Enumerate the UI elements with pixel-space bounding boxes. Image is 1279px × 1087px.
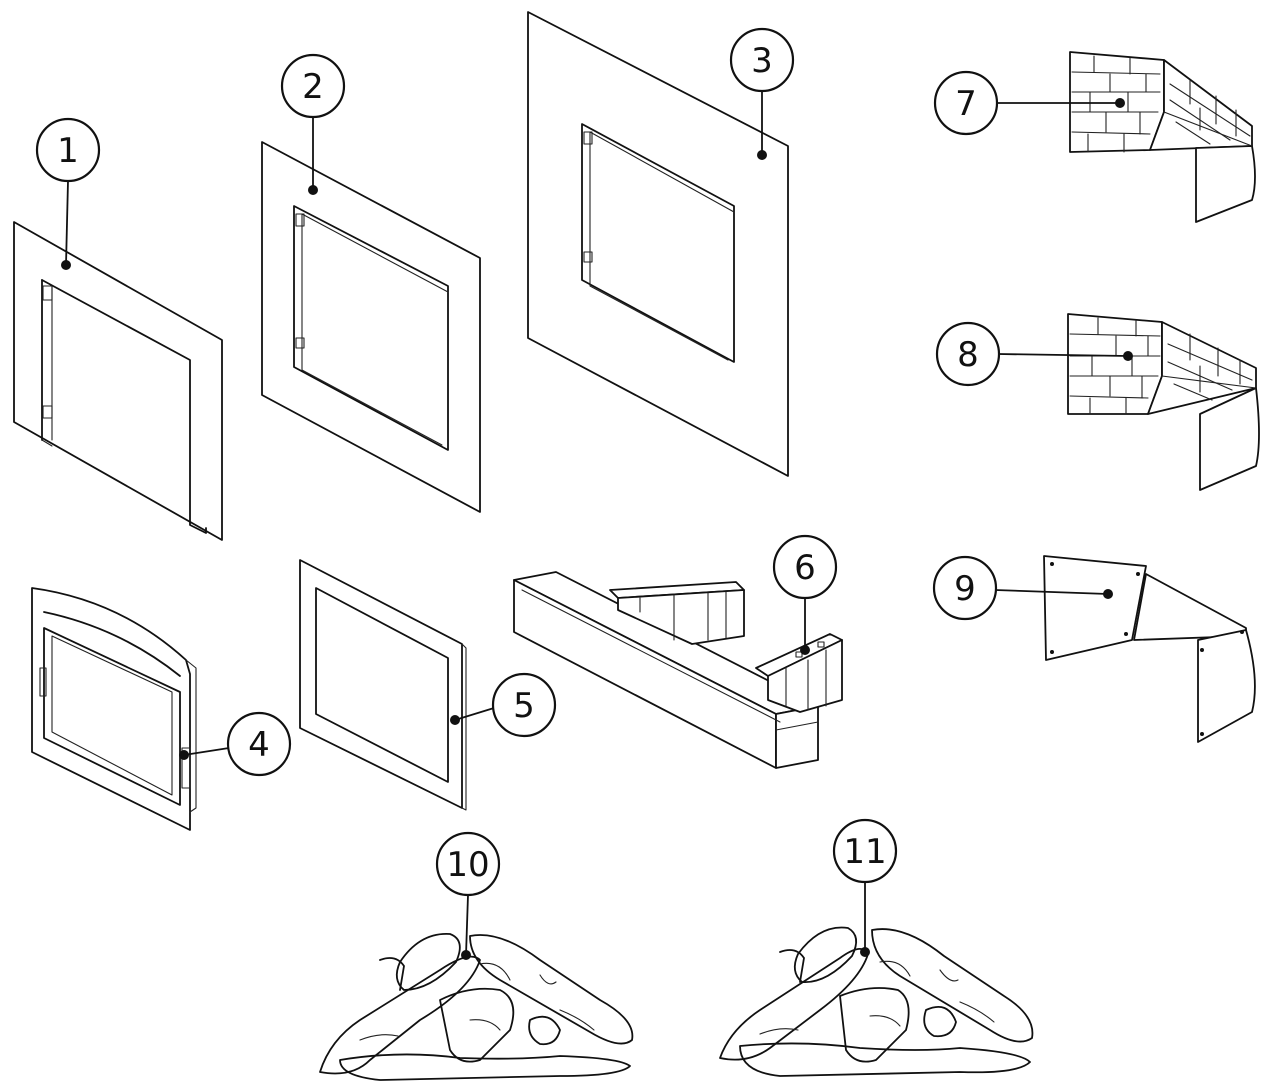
callout-6-circle [772,534,838,600]
callout-10-label: 10 [446,845,489,885]
callout-7-label: 7 [955,84,977,124]
callout-5: 5 [450,672,557,738]
callout-11-circle [832,818,898,884]
part-6-base [513,571,843,769]
callout-9-circle [932,555,998,621]
callout-2-circle [280,53,346,119]
part-11-log-set [719,926,1034,1077]
callout-6: 6 [772,534,838,655]
callout-8-circle [935,321,1001,387]
part-2-surround [261,141,481,513]
callout-2: 2 [280,53,346,195]
callout-8: 8 [935,321,1133,387]
callout-8-label: 8 [957,335,979,375]
part-5-frame [299,559,467,811]
callout-11: 11 [832,818,898,957]
callout-10-circle [435,831,501,897]
callout-9: 9 [932,555,1113,621]
callout-10: 10 [435,831,501,960]
part-8-brick-liner [1067,313,1260,491]
part-7-brick-liner [1069,51,1256,223]
callout-1: 1 [35,117,101,270]
callout-5-circle [491,672,557,738]
callout-4: 4 [179,711,292,777]
callout-1-label: 1 [57,131,79,171]
callout-11-label: 11 [843,832,886,872]
callout-2-label: 2 [302,67,324,107]
callout-9-label: 9 [954,569,976,609]
part-3-surround [527,11,789,477]
callout-4-label: 4 [248,725,270,765]
callout-5-label: 5 [513,686,535,726]
callout-3: 3 [729,27,795,160]
part-1-surround [13,221,223,541]
callout-3-label: 3 [751,41,773,81]
callout-7: 7 [933,70,1125,136]
part-10-log-set [319,933,634,1081]
callout-1-circle [35,117,101,183]
callout-6-label: 6 [794,548,816,588]
callout-7-circle [933,70,999,136]
part-4-door [31,587,197,831]
callout-3-circle [729,27,795,93]
part-9-panel-liner [1043,555,1256,743]
callout-4-circle [226,711,292,777]
